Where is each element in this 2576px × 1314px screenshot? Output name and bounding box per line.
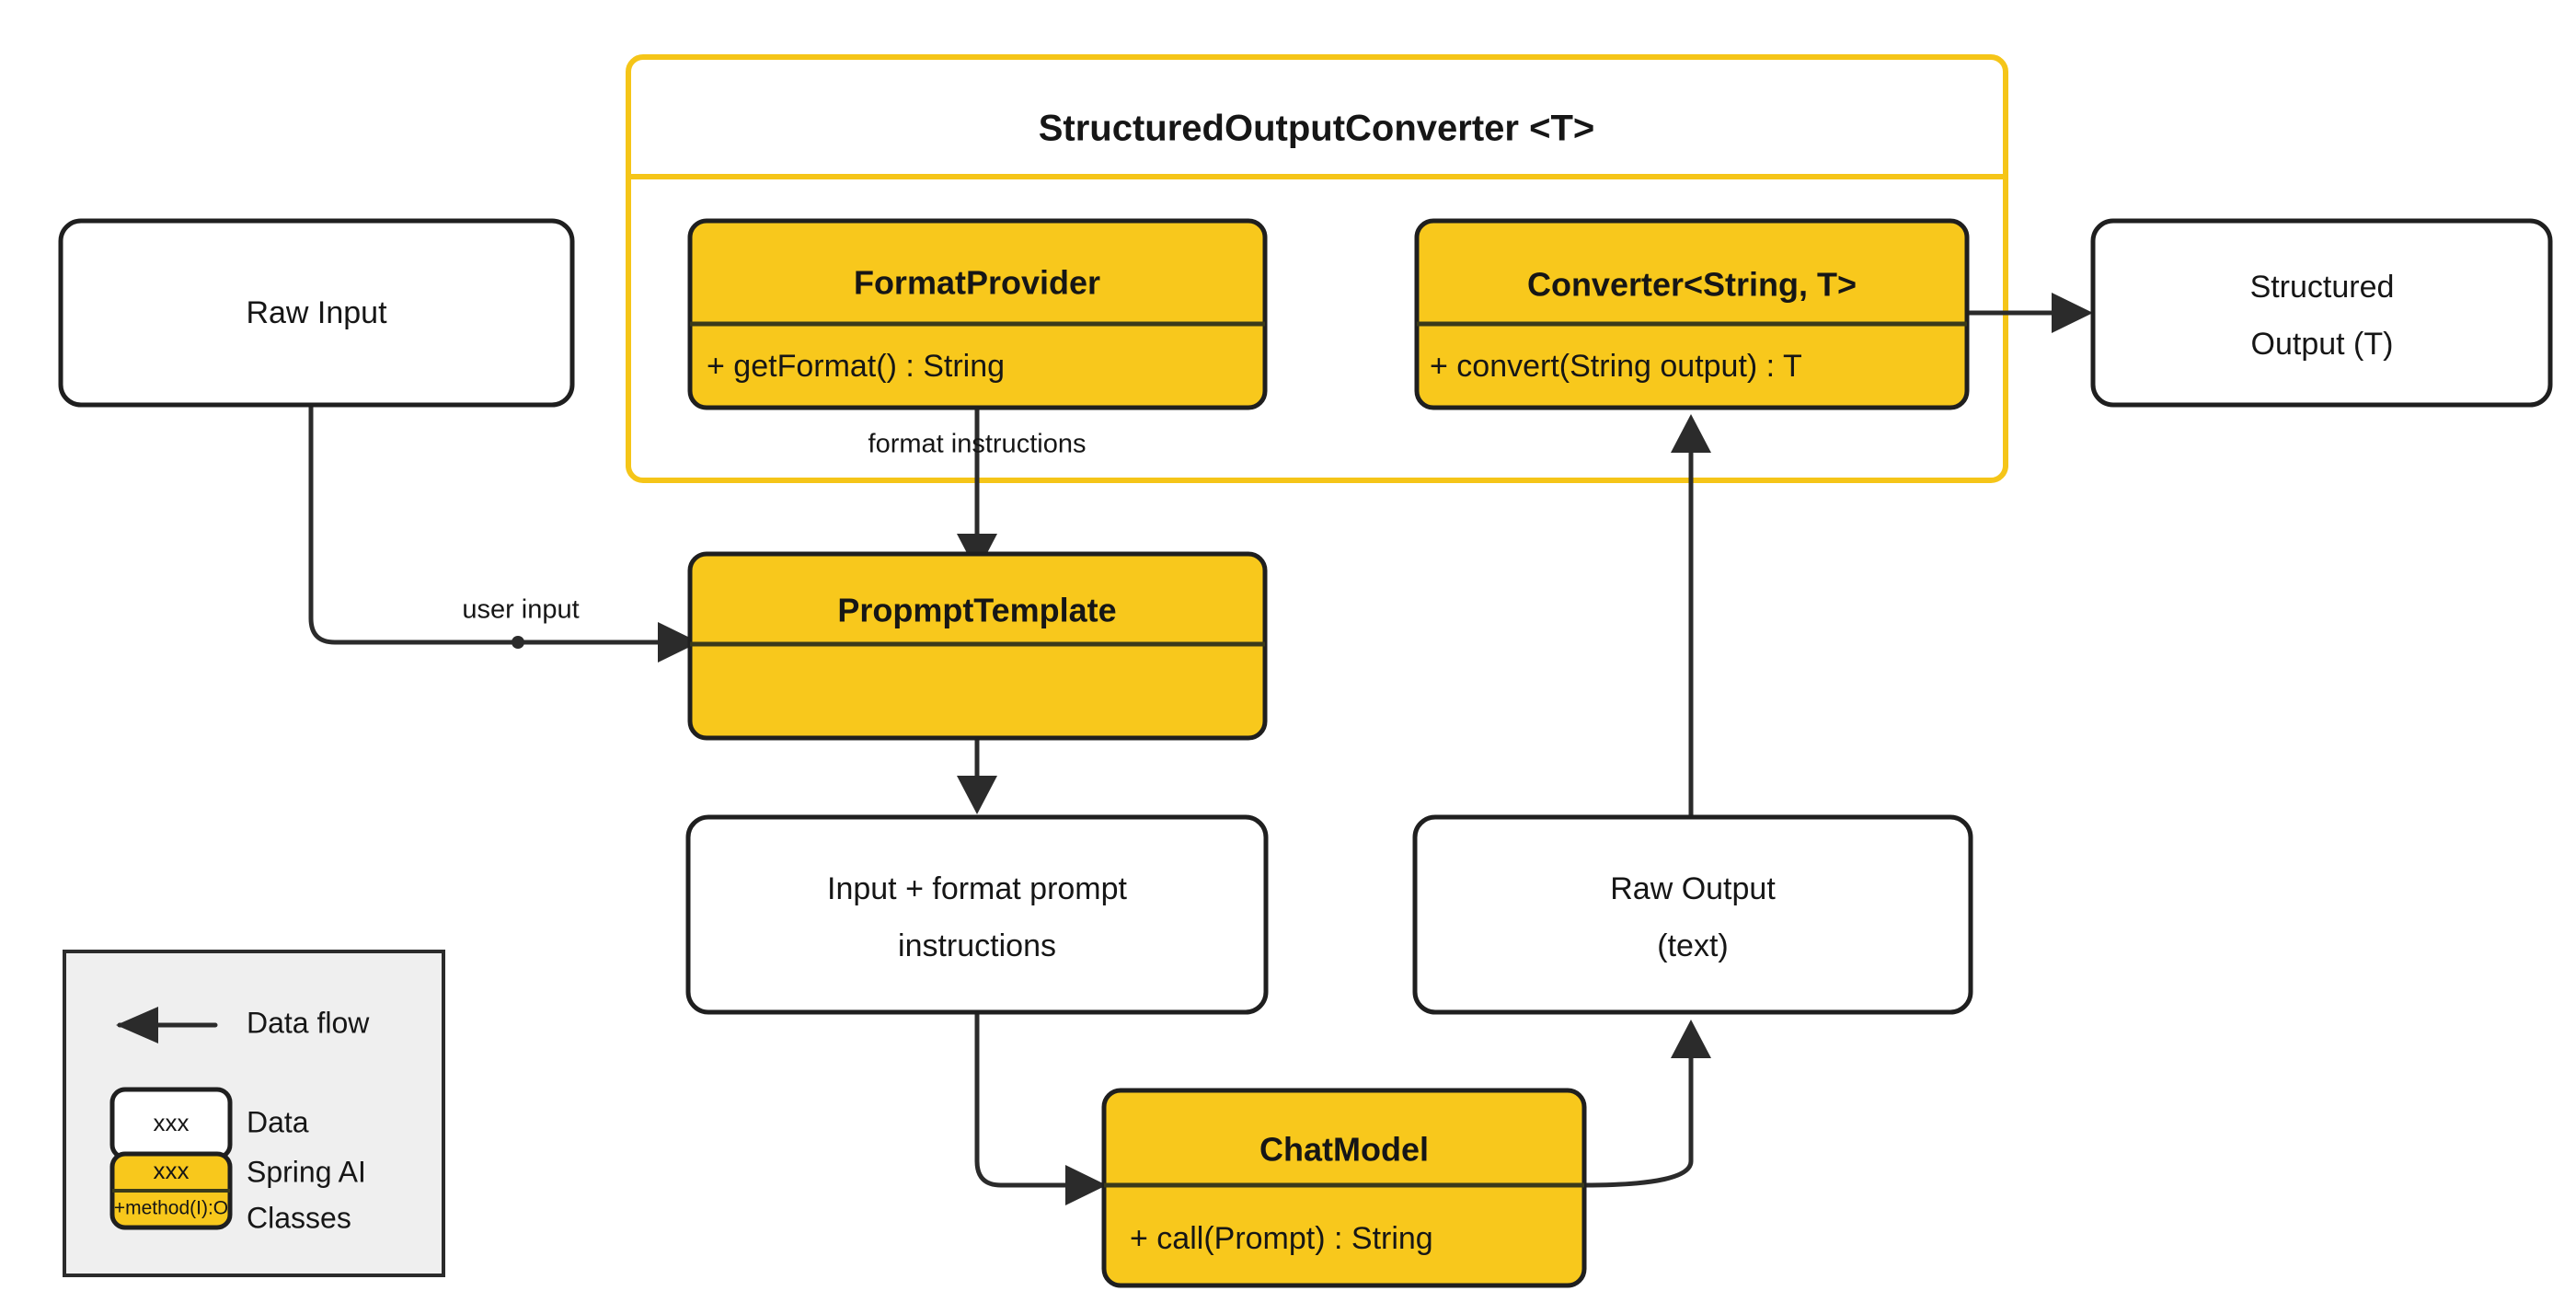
node-input-plus-format-prompt[interactable]: Input + format prompt instructions [685, 814, 1269, 1015]
edge-label-user-input: user input [462, 595, 579, 625]
legend-class-sample-method: +method(I):O [114, 1198, 228, 1219]
legend-row-data: xxx Data [109, 1087, 309, 1160]
node-chat-model[interactable]: ChatModel + call(Prompt) : String [1101, 1088, 1587, 1288]
legend-border [63, 950, 445, 1277]
node-border [1101, 1088, 1587, 1288]
legend: Data flow xxx Data xxx +method(I):O Spri… [63, 950, 445, 1277]
edge-arrowhead [1065, 1165, 1107, 1205]
container-border [626, 54, 2008, 483]
edge-waypoint-dot [512, 636, 524, 649]
edge-raw-output-to-converter [1671, 414, 1711, 822]
node-title: ChatModel [1259, 1131, 1429, 1169]
node-raw-output[interactable]: Raw Output (text) [1412, 814, 1973, 1015]
legend-row-data-flow: Data flow [116, 1006, 370, 1043]
node-background [1417, 221, 1967, 408]
node-border [687, 218, 1268, 410]
node-label-line1: Raw Output [1610, 871, 1776, 906]
edge-prompt-template-to-input-format [957, 732, 997, 814]
node-label-line2: Output (T) [2251, 327, 2394, 362]
edge-path [308, 400, 661, 645]
node-method: + getFormat() : String [707, 349, 1005, 384]
node-converter[interactable]: Converter<String, T> + convert(String ou… [1414, 218, 1970, 410]
node-border [685, 814, 1269, 1015]
edge-format-provider-to-prompt-template: format instructions [868, 405, 1087, 572]
node-label-line2: instructions [898, 928, 1056, 963]
node-raw-input[interactable]: Raw Input [58, 218, 575, 408]
edge-arrowhead [2052, 293, 2093, 333]
node-format-provider[interactable]: FormatProvider + getFormat() : String [687, 218, 1268, 410]
node-background [690, 221, 1265, 408]
node-prompt-template[interactable]: PropmptTemplate [687, 551, 1268, 741]
left-arrow-icon [116, 1007, 218, 1043]
container-title: StructuredOutputConverter <T> [1039, 109, 1595, 149]
legend-row-spring-ai-classes: xxx +method(I):O Spring AI Classes [109, 1151, 366, 1234]
edge-path [974, 1008, 1068, 1188]
edge-chat-model-to-raw-output [1581, 1020, 1711, 1188]
node-method: + call(Prompt) : String [1130, 1221, 1433, 1256]
legend-data-sample-text: xxx [154, 1109, 190, 1136]
edge-path [1581, 1055, 1694, 1188]
legend-label-data: Data [247, 1105, 309, 1138]
node-border [1412, 814, 1973, 1015]
edge-input-format-to-chat-model [974, 1008, 1107, 1205]
node-background [1415, 817, 1971, 1012]
node-title: Converter<String, T> [1527, 266, 1857, 304]
edge-arrowhead [1671, 414, 1711, 453]
node-background [2093, 221, 2550, 405]
left-arrow-head [116, 1007, 158, 1043]
legend-label-data-flow: Data flow [247, 1006, 370, 1039]
edge-raw-input-to-prompt-template: user input [308, 400, 699, 663]
node-background [688, 817, 1266, 1012]
legend-data-sample-background [112, 1089, 230, 1158]
node-border [2090, 218, 2553, 408]
edge-arrowhead [957, 776, 997, 814]
node-label-line1: Input + format prompt [827, 871, 1128, 906]
node-structured-output[interactable]: Structured Output (T) [2090, 218, 2553, 408]
edge-arrowhead [658, 622, 699, 663]
node-border [1414, 218, 1970, 410]
node-title: PropmptTemplate [837, 592, 1116, 629]
node-background [1104, 1090, 1584, 1285]
legend-class-sample-title: xxx [154, 1157, 190, 1184]
edge-label-format-instructions: format instructions [868, 430, 1087, 459]
node-background [61, 221, 572, 405]
edge-arrowhead [1671, 1020, 1711, 1058]
node-label: Raw Input [246, 295, 387, 330]
node-border [58, 218, 575, 408]
node-method: + convert(String output) : T [1430, 349, 1802, 384]
node-title: FormatProvider [854, 264, 1100, 302]
node-label-line2: (text) [1657, 928, 1728, 963]
edge-converter-to-structured-output [1964, 293, 2093, 333]
legend-label-spring-ai-line2: Classes [247, 1201, 351, 1234]
node-label-line1: Structured [2250, 270, 2395, 305]
legend-label-spring-ai-line1: Spring AI [247, 1155, 366, 1188]
